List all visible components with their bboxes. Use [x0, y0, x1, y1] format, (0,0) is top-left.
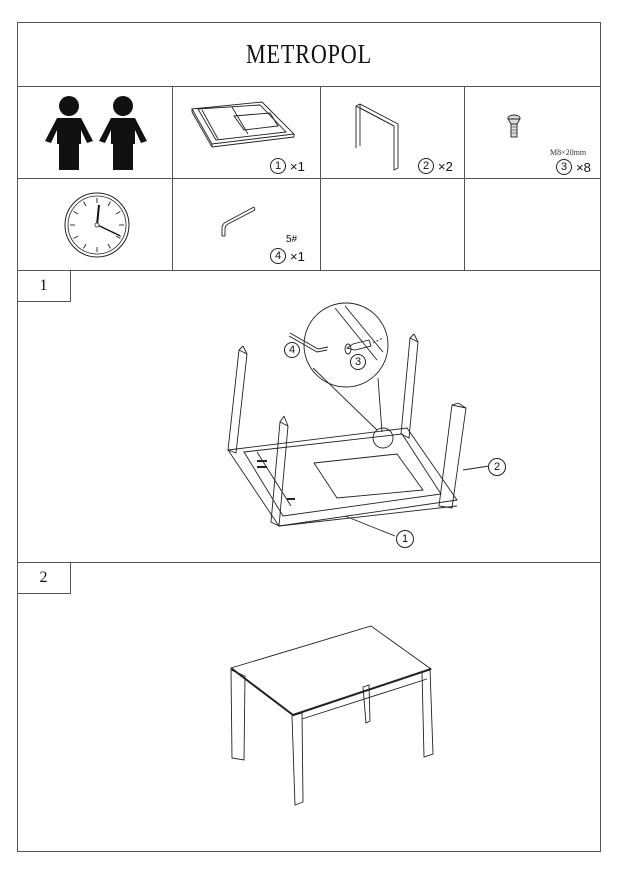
parts-cell-leg: 2 ×2: [320, 86, 464, 178]
parts-cell-screw: M8×20mm 3 ×8: [464, 86, 601, 178]
leg-frame-icon: [355, 103, 399, 171]
screw-icon: [507, 114, 521, 138]
callout-screw: 3: [350, 354, 366, 370]
step-2-label: 2: [17, 562, 71, 594]
step-1-illustration: [227, 302, 490, 537]
page-frame: [17, 22, 601, 852]
screw-spec: M8×20mm: [550, 148, 587, 157]
part-4-quantity: 4 ×1: [270, 248, 305, 264]
parts-cell-allen-key: 5# 4 ×1: [172, 178, 320, 270]
clock-icon: [64, 192, 130, 258]
divider: [17, 178, 601, 179]
two-people-icon: [45, 96, 147, 170]
part-number-badge: 2: [418, 158, 434, 174]
divider: [464, 86, 465, 270]
divider: [17, 562, 601, 563]
part-number-badge: 4: [270, 248, 286, 264]
divider: [320, 86, 321, 270]
divider: [17, 86, 601, 87]
part-3-quantity: 3 ×8: [556, 159, 591, 175]
part-1-quantity: 1 ×1: [270, 158, 305, 174]
part-2-quantity: 2 ×2: [418, 158, 453, 174]
parts-cell-clock: [17, 178, 172, 270]
allen-key-size: 5#: [286, 234, 298, 245]
page-title: METROPOL: [246, 38, 372, 69]
part-number-badge: 3: [556, 159, 572, 175]
parts-cell-tabletop: 1 ×1: [172, 86, 320, 178]
parts-cell-people: [17, 86, 172, 178]
part-number-badge: 1: [270, 158, 286, 174]
step-1-label: 1: [17, 270, 71, 302]
callout-allen-key: 4: [284, 342, 300, 358]
divider: [172, 86, 173, 270]
callout-tabletop: 1: [396, 530, 414, 548]
assembled-table-illustration: [230, 625, 434, 806]
tabletop-icon: [191, 101, 295, 148]
allen-key-icon: [221, 206, 256, 237]
divider: [17, 270, 601, 271]
callout-leg: 2: [488, 458, 506, 476]
